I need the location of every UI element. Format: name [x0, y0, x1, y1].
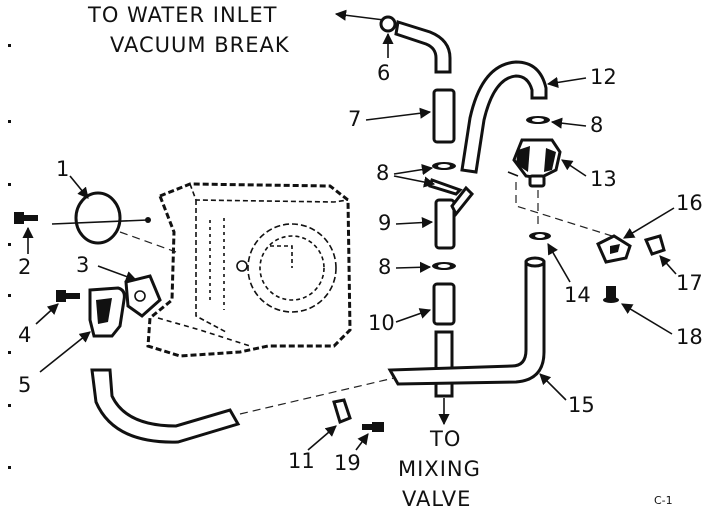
part-number-14: 14: [564, 283, 591, 307]
part-8-clamp-upper: [428, 162, 463, 196]
part-19-screw: [355, 422, 384, 451]
part-16-bracket: [596, 234, 632, 264]
hose-connection-dashline: [239, 377, 395, 415]
part-number-5: 5: [18, 373, 31, 397]
page-code: C-1: [654, 494, 673, 507]
part-number-1: 1: [56, 157, 69, 181]
mixing-valve-label-line3: VALVE: [402, 487, 471, 511]
part-17-clip: [643, 234, 666, 256]
part-2-screw: [14, 212, 38, 254]
upper-elbow-hose: [394, 20, 452, 74]
part-13-valve: [507, 138, 562, 188]
water-inlet-label-line2: VACUUM BREAK: [110, 33, 290, 57]
lower-left-hose: [90, 368, 241, 444]
part-number-15: 15: [568, 393, 595, 417]
mixing-valve-label-line2: MIXING: [398, 457, 481, 481]
margin-ticks: [8, 44, 11, 469]
seal-dashline: [119, 231, 177, 253]
valve-bracket-dashline: [515, 182, 613, 237]
part-8-clamp-right: [526, 116, 550, 124]
part-1-seal: [51, 175, 151, 245]
part-number-11: 11: [288, 449, 315, 473]
part-15-long-hose: [387, 260, 546, 386]
part-number-8-middle: 8: [378, 255, 391, 279]
part-3-gasket: [97, 265, 162, 318]
part-number-19: 19: [334, 451, 361, 475]
machine-housing: [146, 182, 352, 358]
mixing-valve-label-line1: TO: [429, 427, 461, 451]
water-inlet-arrow: [334, 9, 385, 21]
part-7-hose: [432, 88, 456, 144]
part-14-washer: [529, 232, 551, 240]
lower-pipe-to-mixing-valve: [434, 330, 454, 398]
part-number-6: 6: [377, 61, 390, 85]
part-number-8-upper: 8: [376, 161, 389, 185]
water-inlet-label-line1: TO WATER INLET: [87, 3, 277, 27]
part-6-connector: [379, 15, 397, 58]
part-12-curved-hose: [460, 60, 548, 174]
part-8-clamp-middle: [432, 262, 456, 270]
part-number-7: 7: [348, 107, 361, 131]
part-number-9: 9: [378, 211, 391, 235]
part-number-18: 18: [676, 325, 703, 349]
part-5-elbow: [39, 286, 126, 373]
part-number-13: 13: [590, 167, 617, 191]
part-number-17: 17: [676, 271, 703, 295]
part-number-2: 2: [18, 255, 31, 279]
part-4-screw: [35, 290, 80, 325]
part-number-12: 12: [590, 65, 617, 89]
part-number-3: 3: [76, 253, 89, 277]
part-9-tee: [434, 185, 475, 250]
part-11-clamp: [332, 398, 352, 425]
part-number-10: 10: [368, 311, 395, 335]
part-number-16: 16: [676, 191, 703, 215]
part-number-8-right: 8: [590, 113, 603, 137]
part-18-screw: [603, 286, 619, 303]
part-10-hose: [432, 282, 456, 326]
part-number-4: 4: [18, 323, 31, 347]
